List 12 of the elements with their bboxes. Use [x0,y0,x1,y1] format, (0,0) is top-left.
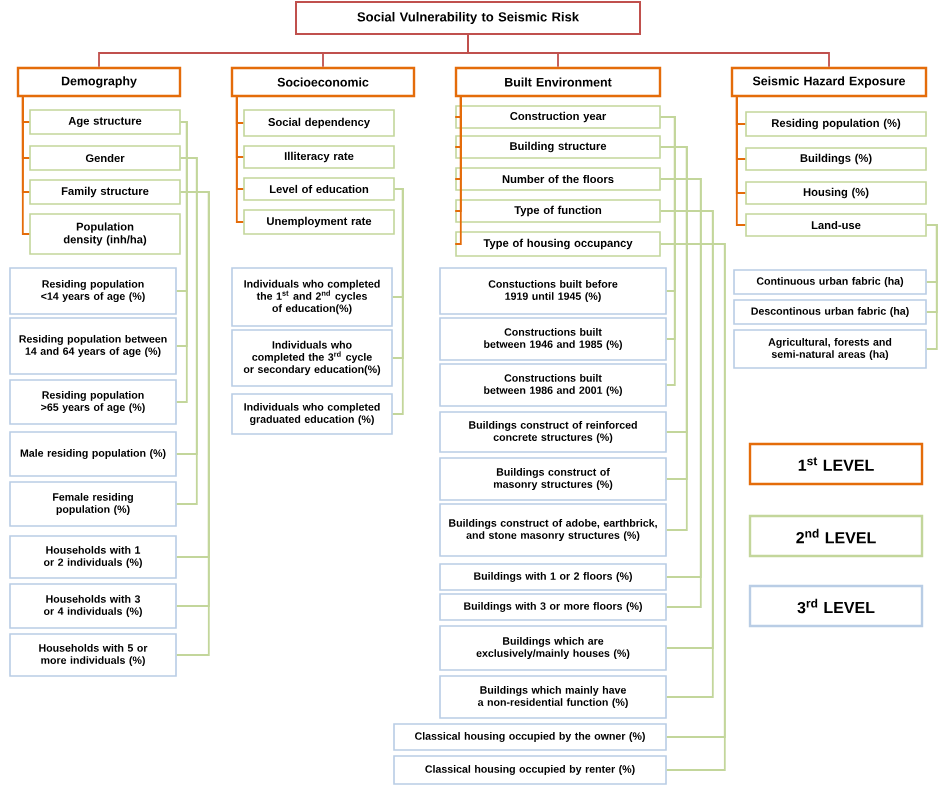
connector-line [235,96,245,223]
connector-line [175,121,188,403]
connector-line [391,188,404,415]
connector-line [21,96,31,235]
legend-item: 3$^{rd}$ LEVEL [748,584,924,628]
legend-item: 2$^{nd}$ LEVEL [748,514,924,558]
connector-line [454,96,462,245]
legend-item: 1$^{st}$ LEVEL [748,442,924,486]
connector-line [467,34,830,68]
connector-line [659,116,676,386]
connector-line [925,224,938,350]
connector-line [735,96,747,226]
